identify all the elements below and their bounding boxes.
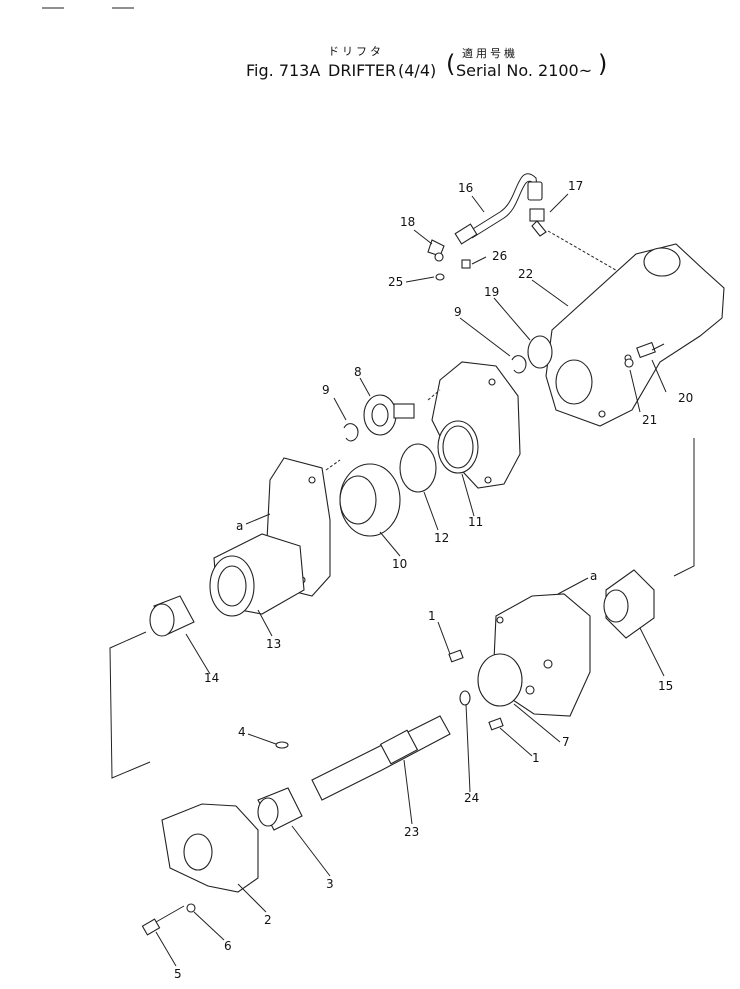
callout-21: 21 <box>642 413 657 427</box>
o-ring-19 <box>527 335 553 369</box>
pin-4 <box>275 741 289 749</box>
splined-coupling-15 <box>603 569 655 639</box>
leader-lines <box>155 193 667 967</box>
shaft-23 <box>311 715 451 801</box>
callout-19: 19 <box>484 285 499 299</box>
callout-labels: 16 17 18 26 25 22 19 9 8 9 20 21 11 a 12… <box>174 179 693 981</box>
callout-1-top: 1 <box>428 609 436 623</box>
hose-assembly <box>454 173 543 245</box>
callout-24: 24 <box>464 791 479 805</box>
title-japanese: ドリフタ <box>328 45 384 58</box>
figure-title: DRIFTER <box>328 61 397 80</box>
paren-open: ( <box>446 50 456 78</box>
callout-17: 17 <box>568 179 583 193</box>
paren-close: ) <box>598 50 608 78</box>
callout-25: 25 <box>388 275 403 289</box>
callout-18: 18 <box>400 215 415 229</box>
bolt-20 <box>636 341 665 359</box>
snap-ring-9b <box>343 423 359 442</box>
callout-12: 12 <box>434 531 449 545</box>
collar-3 <box>257 787 303 831</box>
callout-6: 6 <box>224 939 232 953</box>
callout-26: 26 <box>492 249 507 263</box>
callout-a-right: a <box>590 569 597 583</box>
bolt-1b <box>488 717 504 731</box>
ring-12 <box>399 443 437 493</box>
sheet-number: (4/4) <box>398 61 437 80</box>
callout-1-bottom: 1 <box>532 751 540 765</box>
figure-number: Fig. 713A <box>246 61 321 80</box>
plug-26 <box>461 259 471 269</box>
callout-7: 7 <box>562 735 570 749</box>
serial-number: Serial No. 2100~ <box>456 61 593 80</box>
callout-5: 5 <box>174 967 182 981</box>
callout-9-left: 9 <box>322 383 330 397</box>
callout-13: 13 <box>266 637 281 651</box>
splined-sleeve-13 <box>209 533 305 617</box>
callout-22: 22 <box>518 267 533 281</box>
bracket-left <box>109 631 151 779</box>
callout-2: 2 <box>264 913 272 927</box>
callout-11: 11 <box>468 515 483 529</box>
snap-ring-9 <box>511 355 527 374</box>
bushing-14 <box>149 595 195 637</box>
callout-14: 14 <box>204 671 219 685</box>
ring-11-inner <box>442 425 474 469</box>
washer-6 <box>186 903 196 913</box>
bracket-right <box>673 438 695 577</box>
callout-a-left: a <box>236 519 243 533</box>
bottom-case-2 <box>161 803 259 893</box>
bolt-1a <box>448 649 464 663</box>
title-applicable-japanese: 適用号機 <box>462 47 518 60</box>
washer-21 <box>624 358 634 368</box>
gear-8 <box>363 394 415 436</box>
o-ring-7 <box>477 653 523 707</box>
hose-leader <box>547 230 641 285</box>
ring-gear-10 <box>339 463 401 537</box>
callout-4: 4 <box>238 725 246 739</box>
callout-23: 23 <box>404 825 419 839</box>
callout-3: 3 <box>326 877 334 891</box>
callout-20: 20 <box>678 391 693 405</box>
callout-10: 10 <box>392 557 407 571</box>
callout-16: 16 <box>458 181 473 195</box>
top-housing <box>545 243 725 427</box>
bolt-5 <box>141 905 185 936</box>
callout-8: 8 <box>354 365 362 379</box>
nut-24 <box>459 690 471 706</box>
o-ring-25 <box>435 273 445 281</box>
callout-15: 15 <box>658 679 673 693</box>
callout-9-right: 9 <box>454 305 462 319</box>
plate-cover <box>427 361 521 489</box>
elbow-fitting-17 <box>529 208 547 237</box>
